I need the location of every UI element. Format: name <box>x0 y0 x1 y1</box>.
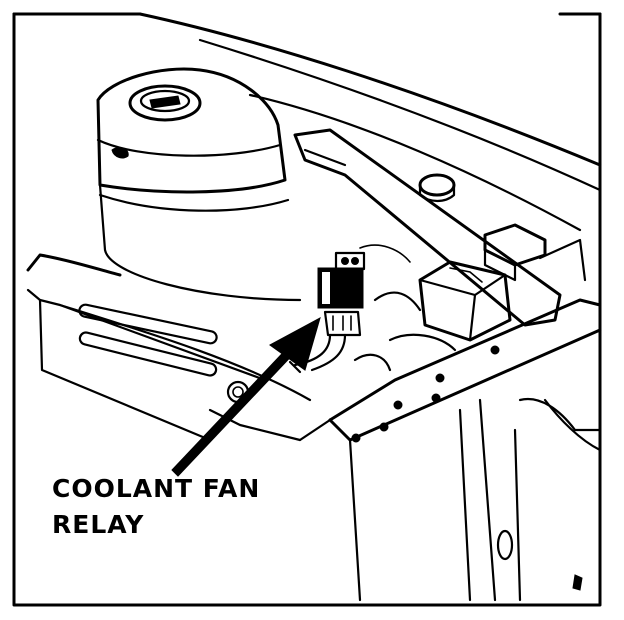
side-rail <box>26 253 312 442</box>
callout-label: COOLANT FAN RELAY <box>52 474 260 539</box>
hoses <box>353 244 457 372</box>
crossmember <box>298 298 602 602</box>
reservoir-cap <box>418 173 456 203</box>
coolant-fan-relay <box>288 251 366 374</box>
strut-brace <box>293 128 562 327</box>
callout-line-1: COOLANT FAN <box>52 474 260 503</box>
relay-box <box>418 260 512 342</box>
strut-tower <box>96 67 302 302</box>
frame <box>12 12 602 607</box>
callout-line-2: RELAY <box>52 510 144 539</box>
pointer-arrow <box>171 316 321 477</box>
fender-lines <box>138 12 602 232</box>
